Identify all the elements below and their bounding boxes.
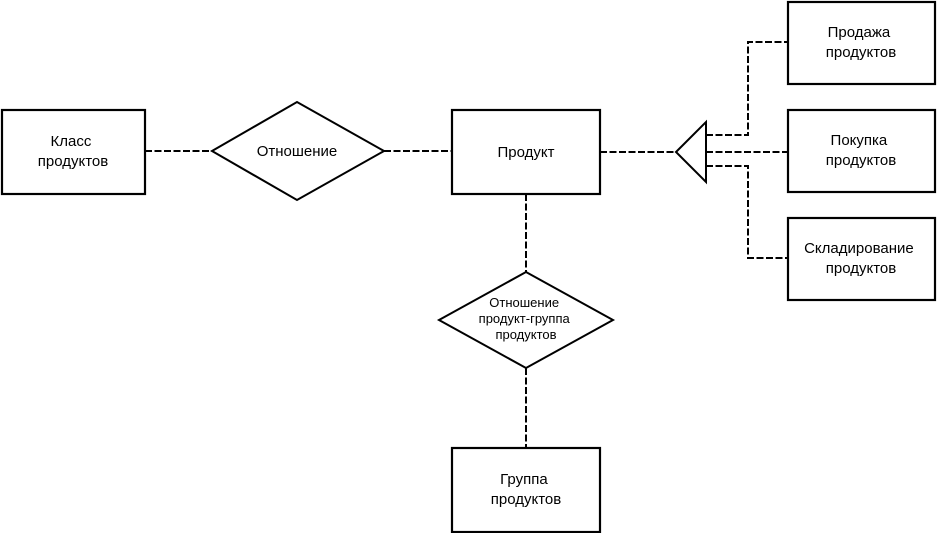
connectors: [145, 41, 788, 448]
connector-generalization-sale: [706, 41, 788, 136]
entity-label: Продукт: [498, 144, 555, 161]
entity-product[interactable]: Продукт: [450, 108, 602, 196]
generalization-triangle-icon: [674, 119, 707, 185]
entity-box: [450, 446, 602, 533]
entity-label: Группа продуктов: [491, 471, 562, 508]
entity-product-sale[interactable]: Продажа продуктов: [786, 0, 937, 86]
connector-generalization-storage: [706, 165, 788, 259]
entity-box: [450, 108, 602, 196]
entity-box: [786, 216, 937, 302]
entity-label: Продажа продуктов: [826, 24, 897, 61]
relationship-diamond: [436, 270, 616, 370]
entity-product-class[interactable]: Класс продуктов: [0, 108, 147, 196]
entity-label: Складирование продуктов: [804, 240, 918, 277]
entity-label: Класс продуктов: [38, 133, 109, 170]
relationship-label: Отношение: [257, 143, 338, 160]
relationship-diamond: [209, 100, 387, 202]
entity-product-group[interactable]: Группа продуктов: [450, 446, 602, 533]
relationship-label: Отношение продукт-группа продуктов: [479, 295, 574, 342]
relationship-product-group[interactable]: Отношение продукт-группа продуктов: [436, 270, 616, 370]
entity-box: [0, 108, 147, 196]
entity-box: [786, 0, 937, 86]
entity-product-storage[interactable]: Складирование продуктов: [786, 216, 937, 302]
entity-box: [786, 108, 937, 194]
entity-label: Покупка продуктов: [826, 132, 897, 169]
relationship-relation[interactable]: Отношение: [209, 100, 387, 202]
entity-product-purchase[interactable]: Покупка продуктов: [786, 108, 937, 194]
